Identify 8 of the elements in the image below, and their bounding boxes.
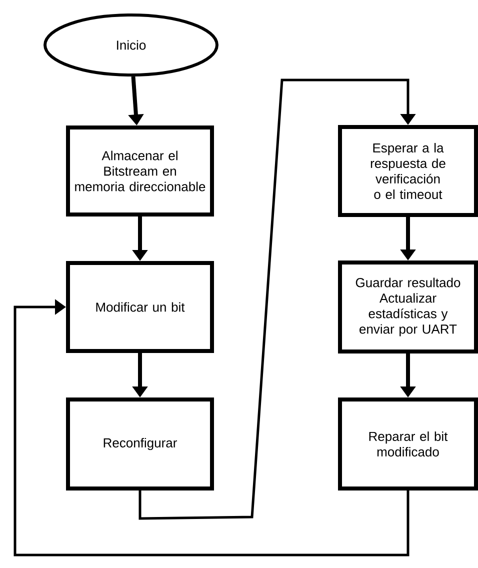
process-box: Reconfigurar — [66, 398, 214, 490]
arrow — [138, 78, 416, 520]
process-box: Almacenar el Bitstream en memoria direccionable — [66, 126, 214, 216]
process-box: Reparar el bit modificado — [338, 398, 478, 490]
process-box: Esperar a la respuesta de verificación o el timeout — [338, 125, 478, 217]
process-box: Guardar resultado Actualizar estadísticas y enviar por UART — [338, 260, 478, 354]
process-box: Modificar un bit — [66, 261, 214, 353]
arrow — [14, 299, 410, 556]
